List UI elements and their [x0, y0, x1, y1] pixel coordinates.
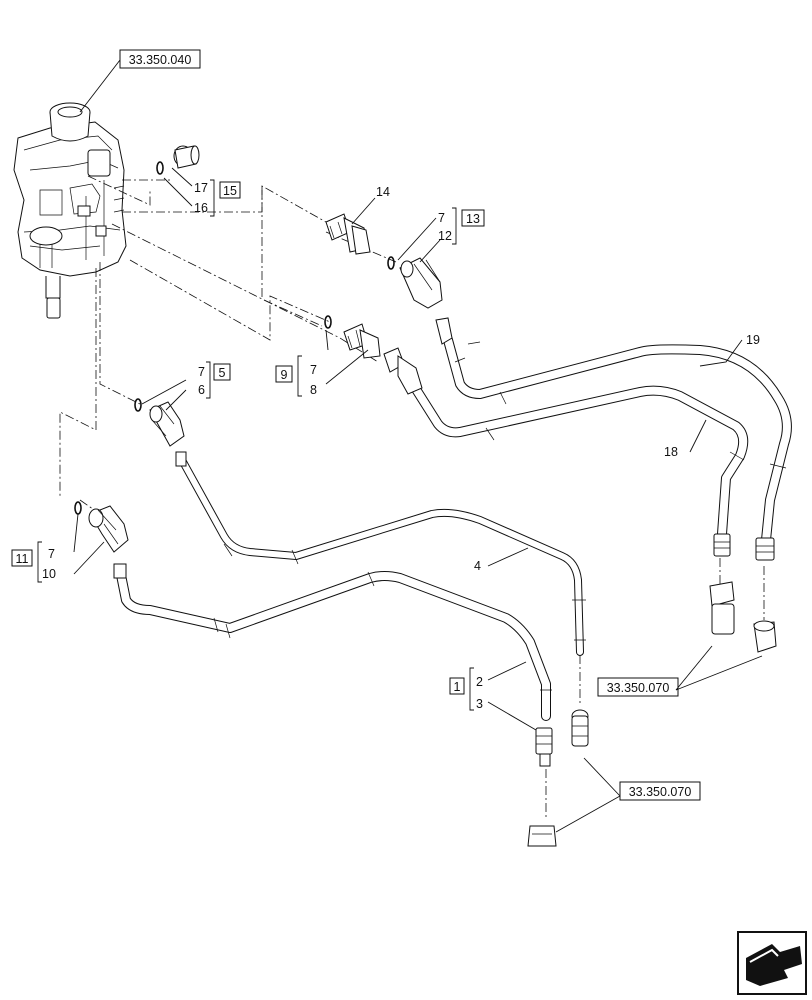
callout-15: 15 — [223, 184, 237, 198]
callout-18: 18 — [664, 445, 678, 459]
leader-lines — [73, 59, 763, 833]
fitting-pipe18-end — [709, 533, 735, 635]
fitting-bottom — [527, 825, 557, 847]
ref-valve-assembly[interactable]: 33.350.040 — [119, 49, 201, 69]
plug-17 — [173, 145, 200, 169]
callout-3: 3 — [476, 697, 483, 711]
fittings — [74, 145, 777, 847]
callout-2: 2 — [476, 675, 483, 689]
fitting-pipe19-end — [753, 537, 777, 653]
svg-text:33.350.040: 33.350.040 — [129, 53, 192, 67]
elbow-6 — [149, 401, 187, 467]
callout-7-c: 7 — [198, 365, 205, 379]
ref-fittings-bottom[interactable]: 33.350.070 — [619, 781, 701, 801]
fitting-pipe4-end — [571, 709, 589, 747]
adapter-14 — [325, 213, 371, 255]
callout-7-a: 7 — [438, 211, 445, 225]
oring-7-left — [134, 398, 142, 412]
callout-19: 19 — [746, 333, 760, 347]
callout-6: 6 — [198, 383, 205, 397]
callout-7-b: 7 — [310, 363, 317, 377]
callout-7-d: 7 — [48, 547, 55, 561]
navigation-arrow-icon[interactable] — [737, 931, 807, 995]
callout-14: 14 — [376, 185, 390, 199]
callout-10: 10 — [42, 567, 56, 581]
callout-12: 12 — [438, 229, 452, 243]
svg-text:33.350.070: 33.350.070 — [629, 785, 692, 799]
callout-5: 5 — [219, 366, 226, 380]
callout-1: 1 — [454, 680, 461, 694]
oring-7-low — [74, 501, 82, 515]
adapter-8 — [343, 323, 423, 395]
callout-13: 13 — [466, 212, 480, 226]
oring-7-top — [387, 256, 395, 270]
callout-16: 16 — [194, 201, 208, 215]
svg-text:33.350.070: 33.350.070 — [607, 681, 670, 695]
elbow-12 — [399, 257, 453, 345]
elbow-10 — [88, 505, 129, 579]
connector-3 — [535, 727, 553, 767]
callout-11: 11 — [16, 552, 29, 566]
oring-7-mid — [324, 315, 332, 329]
callouts: 17 16 15 14 7 12 13 9 7 8 7 6 5 11 7 10 … — [11, 179, 760, 711]
pipe-19 — [443, 335, 792, 545]
valve-assembly — [13, 102, 127, 319]
oring-16 — [156, 161, 164, 175]
callout-17: 17 — [194, 181, 208, 195]
pipes — [115, 335, 792, 721]
callout-8: 8 — [310, 383, 317, 397]
ref-fittings-right[interactable]: 33.350.070 — [597, 677, 679, 697]
callout-9: 9 — [281, 368, 288, 382]
callout-4: 4 — [474, 559, 481, 573]
